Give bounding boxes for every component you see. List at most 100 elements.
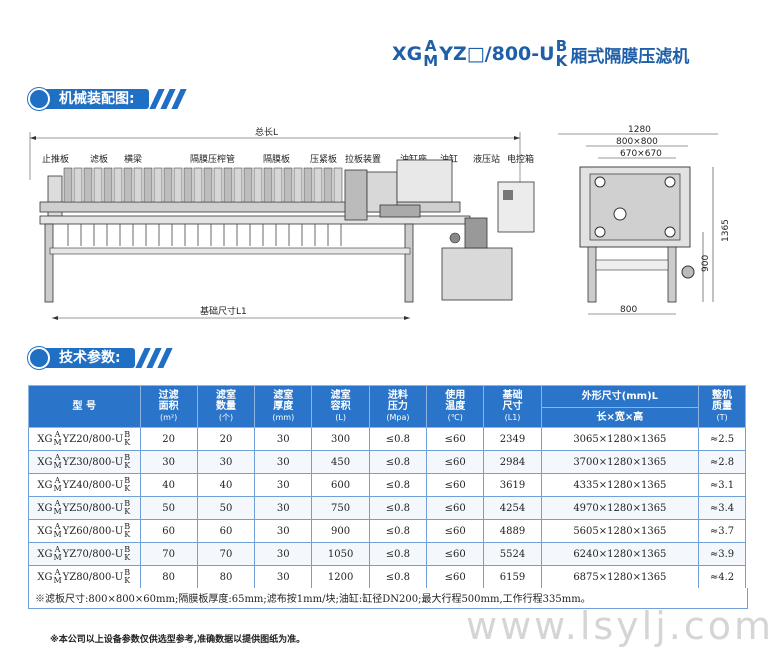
filter-plate — [313, 167, 323, 203]
filter-plate — [273, 167, 283, 203]
cell-base: 2984 — [483, 450, 542, 474]
cell-base: 4889 — [483, 519, 542, 543]
cell-vol: 1050 — [311, 542, 370, 566]
cell-mass: ≈3.7 — [698, 519, 746, 543]
filter-plate — [93, 167, 103, 203]
watermark: www.lsylj.com — [466, 604, 770, 648]
th-foundation: 基础尺寸(L1) — [483, 385, 542, 428]
cell-thick: 30 — [254, 473, 313, 497]
section-header-assembly: 机械装配图: — [28, 88, 187, 110]
page-title: XG A M YZ□/800-U B K 厢式隔膜压滤机 — [392, 34, 689, 74]
title-bottom1: M — [423, 52, 439, 70]
filter-plate — [323, 167, 333, 203]
filter-plate — [243, 167, 253, 203]
cell-dim: 6240×1280×1365 — [540, 542, 700, 566]
cell-base: 4254 — [483, 496, 542, 520]
cell-temp: ≤60 — [426, 519, 485, 543]
cell-press: ≤0.8 — [368, 542, 428, 566]
cell-count: 70 — [196, 542, 256, 566]
cell-area: 60 — [139, 519, 198, 543]
drawing-label: 拉板装置 — [345, 153, 381, 165]
filter-plate — [253, 167, 263, 203]
cell-vol: 600 — [311, 473, 370, 497]
cell-dim: 6875×1280×1365 — [540, 565, 700, 589]
cell-area: 80 — [139, 565, 198, 589]
filter-plate — [163, 167, 173, 203]
cell-thick: 30 — [254, 427, 313, 451]
cell-dim: 4335×1280×1365 — [540, 473, 700, 497]
cell-press: ≤0.8 — [368, 519, 428, 543]
cell-base: 5524 — [483, 542, 542, 566]
filter-plate — [173, 167, 183, 203]
filter-plate — [133, 167, 143, 203]
filter-plate — [183, 167, 193, 203]
cell-mass: ≈3.4 — [698, 496, 746, 520]
cell-mass: ≈3.9 — [698, 542, 746, 566]
cell-press: ≤0.8 — [368, 473, 428, 497]
drawing-label: 压紧板 — [310, 153, 337, 165]
th-dimensions-sub: 长×宽×高 — [540, 407, 700, 428]
section-title-assembly: 机械装配图: — [41, 89, 149, 109]
cell-vol: 750 — [311, 496, 370, 520]
filter-plate — [283, 167, 293, 203]
filter-plate — [233, 167, 243, 203]
filter-plate — [193, 167, 203, 203]
filter-plate — [293, 167, 303, 203]
th-mass: 整机质量(T) — [698, 385, 746, 428]
cell-thick: 30 — [254, 565, 313, 589]
cell-dim: 5605×1280×1365 — [540, 519, 700, 543]
dim-800: 800 — [620, 305, 637, 315]
drawing-label: 电控箱 — [507, 153, 534, 165]
cell-mass: ≈2.8 — [698, 450, 746, 474]
dim-1280: 1280 — [628, 125, 651, 135]
title-middle: YZ□/800-U — [439, 43, 555, 65]
cell-mass: ≈3.1 — [698, 473, 746, 497]
th-dimensions: 外形尺寸(mm)L — [540, 385, 700, 408]
title-stack-1: A M — [423, 39, 438, 69]
cell-mass: ≈4.2 — [698, 565, 746, 589]
cell-vol: 300 — [311, 427, 370, 451]
dim-1365: 1365 — [721, 219, 731, 242]
filter-plate — [333, 167, 343, 203]
cell-temp: ≤60 — [426, 565, 485, 589]
cell-press: ≤0.8 — [368, 450, 428, 474]
filter-plate — [263, 167, 273, 203]
footnote: ※滤板尺寸:800×800×60mm;隔膜板厚度:65mm;滤布按1mm/块;油… — [28, 588, 748, 609]
bullet-icon — [28, 88, 50, 110]
cell-count: 50 — [196, 496, 256, 520]
cell-dim: 3065×1280×1365 — [540, 427, 700, 451]
th-area: 过滤面积(m²) — [139, 385, 198, 428]
cell-count: 60 — [196, 519, 256, 543]
filter-plate — [63, 167, 73, 203]
cell-press: ≤0.8 — [368, 427, 428, 451]
filter-plate — [113, 167, 123, 203]
drawing-label: 隔膜压榨管 — [190, 153, 235, 165]
filter-plate — [303, 167, 313, 203]
dim-800x800: 800×800 — [616, 137, 658, 147]
section-header-specs: 技术参数: — [28, 347, 173, 369]
cell-base: 6159 — [483, 565, 542, 589]
th-count: 滤室数量(个) — [196, 385, 256, 428]
dim-670x670: 670×670 — [620, 149, 662, 159]
disclaimer: ※本公司以上设备参数仅供选型参考,准确数据以提供图纸为准。 — [50, 635, 306, 645]
cell-press: ≤0.8 — [368, 496, 428, 520]
section-title-specs: 技术参数: — [41, 348, 135, 368]
th-volume: 滤室容积(L) — [311, 385, 370, 428]
cell-area: 70 — [139, 542, 198, 566]
filter-plate — [203, 167, 213, 203]
dim-foundation: 基础尺寸L1 — [200, 305, 247, 317]
assembly-drawing: 总长L 止推板滤板横梁隔膜压榨管隔膜板压紧板拉板装置油缸座油缸液压站电控箱 基础… — [29, 126, 535, 320]
filter-plate — [103, 167, 113, 203]
